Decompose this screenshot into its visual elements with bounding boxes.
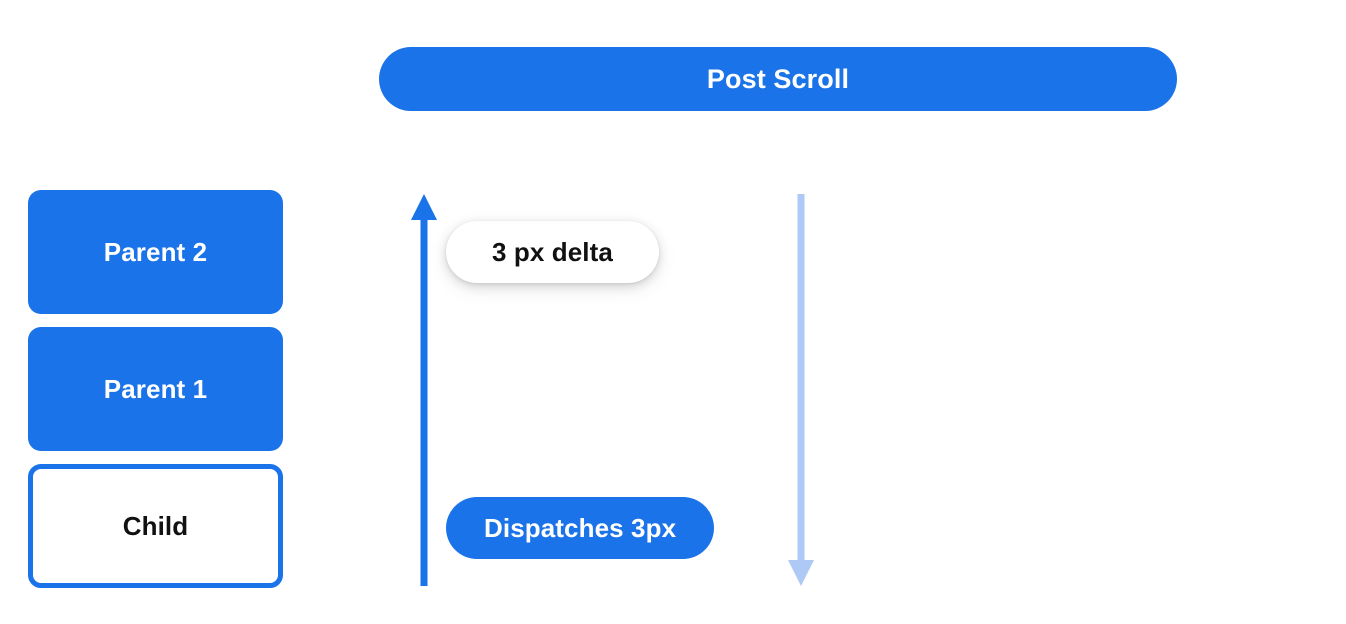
stack-box-parent-1-label: Parent 1	[103, 374, 208, 404]
stack-box-parent-2-label: Parent 2	[103, 237, 208, 267]
post-scroll-header-label: Post Scroll	[706, 63, 850, 94]
post-scroll-header-pill[interactable]: Post Scroll	[379, 47, 1177, 111]
stack-box-parent-2[interactable]: Parent 2	[28, 190, 283, 314]
stack-box-child[interactable]: Child	[28, 464, 283, 588]
stack-box-child-label: Child	[122, 511, 189, 541]
stack-box-parent-1[interactable]: Parent 1	[28, 327, 283, 451]
view-hierarchy-stack: Parent 2 Parent 1 Child	[28, 190, 283, 588]
dispatch-annotation-pill[interactable]: Dispatches 3px	[446, 497, 715, 559]
delta-annotation-pill[interactable]: 3 px delta	[446, 221, 659, 283]
downward-scroll-arrow-icon	[788, 194, 814, 586]
delta-annotation-label: 3 px delta	[492, 237, 613, 267]
upward-scroll-arrow-icon	[411, 194, 437, 586]
dispatch-annotation-label: Dispatches 3px	[484, 513, 677, 543]
